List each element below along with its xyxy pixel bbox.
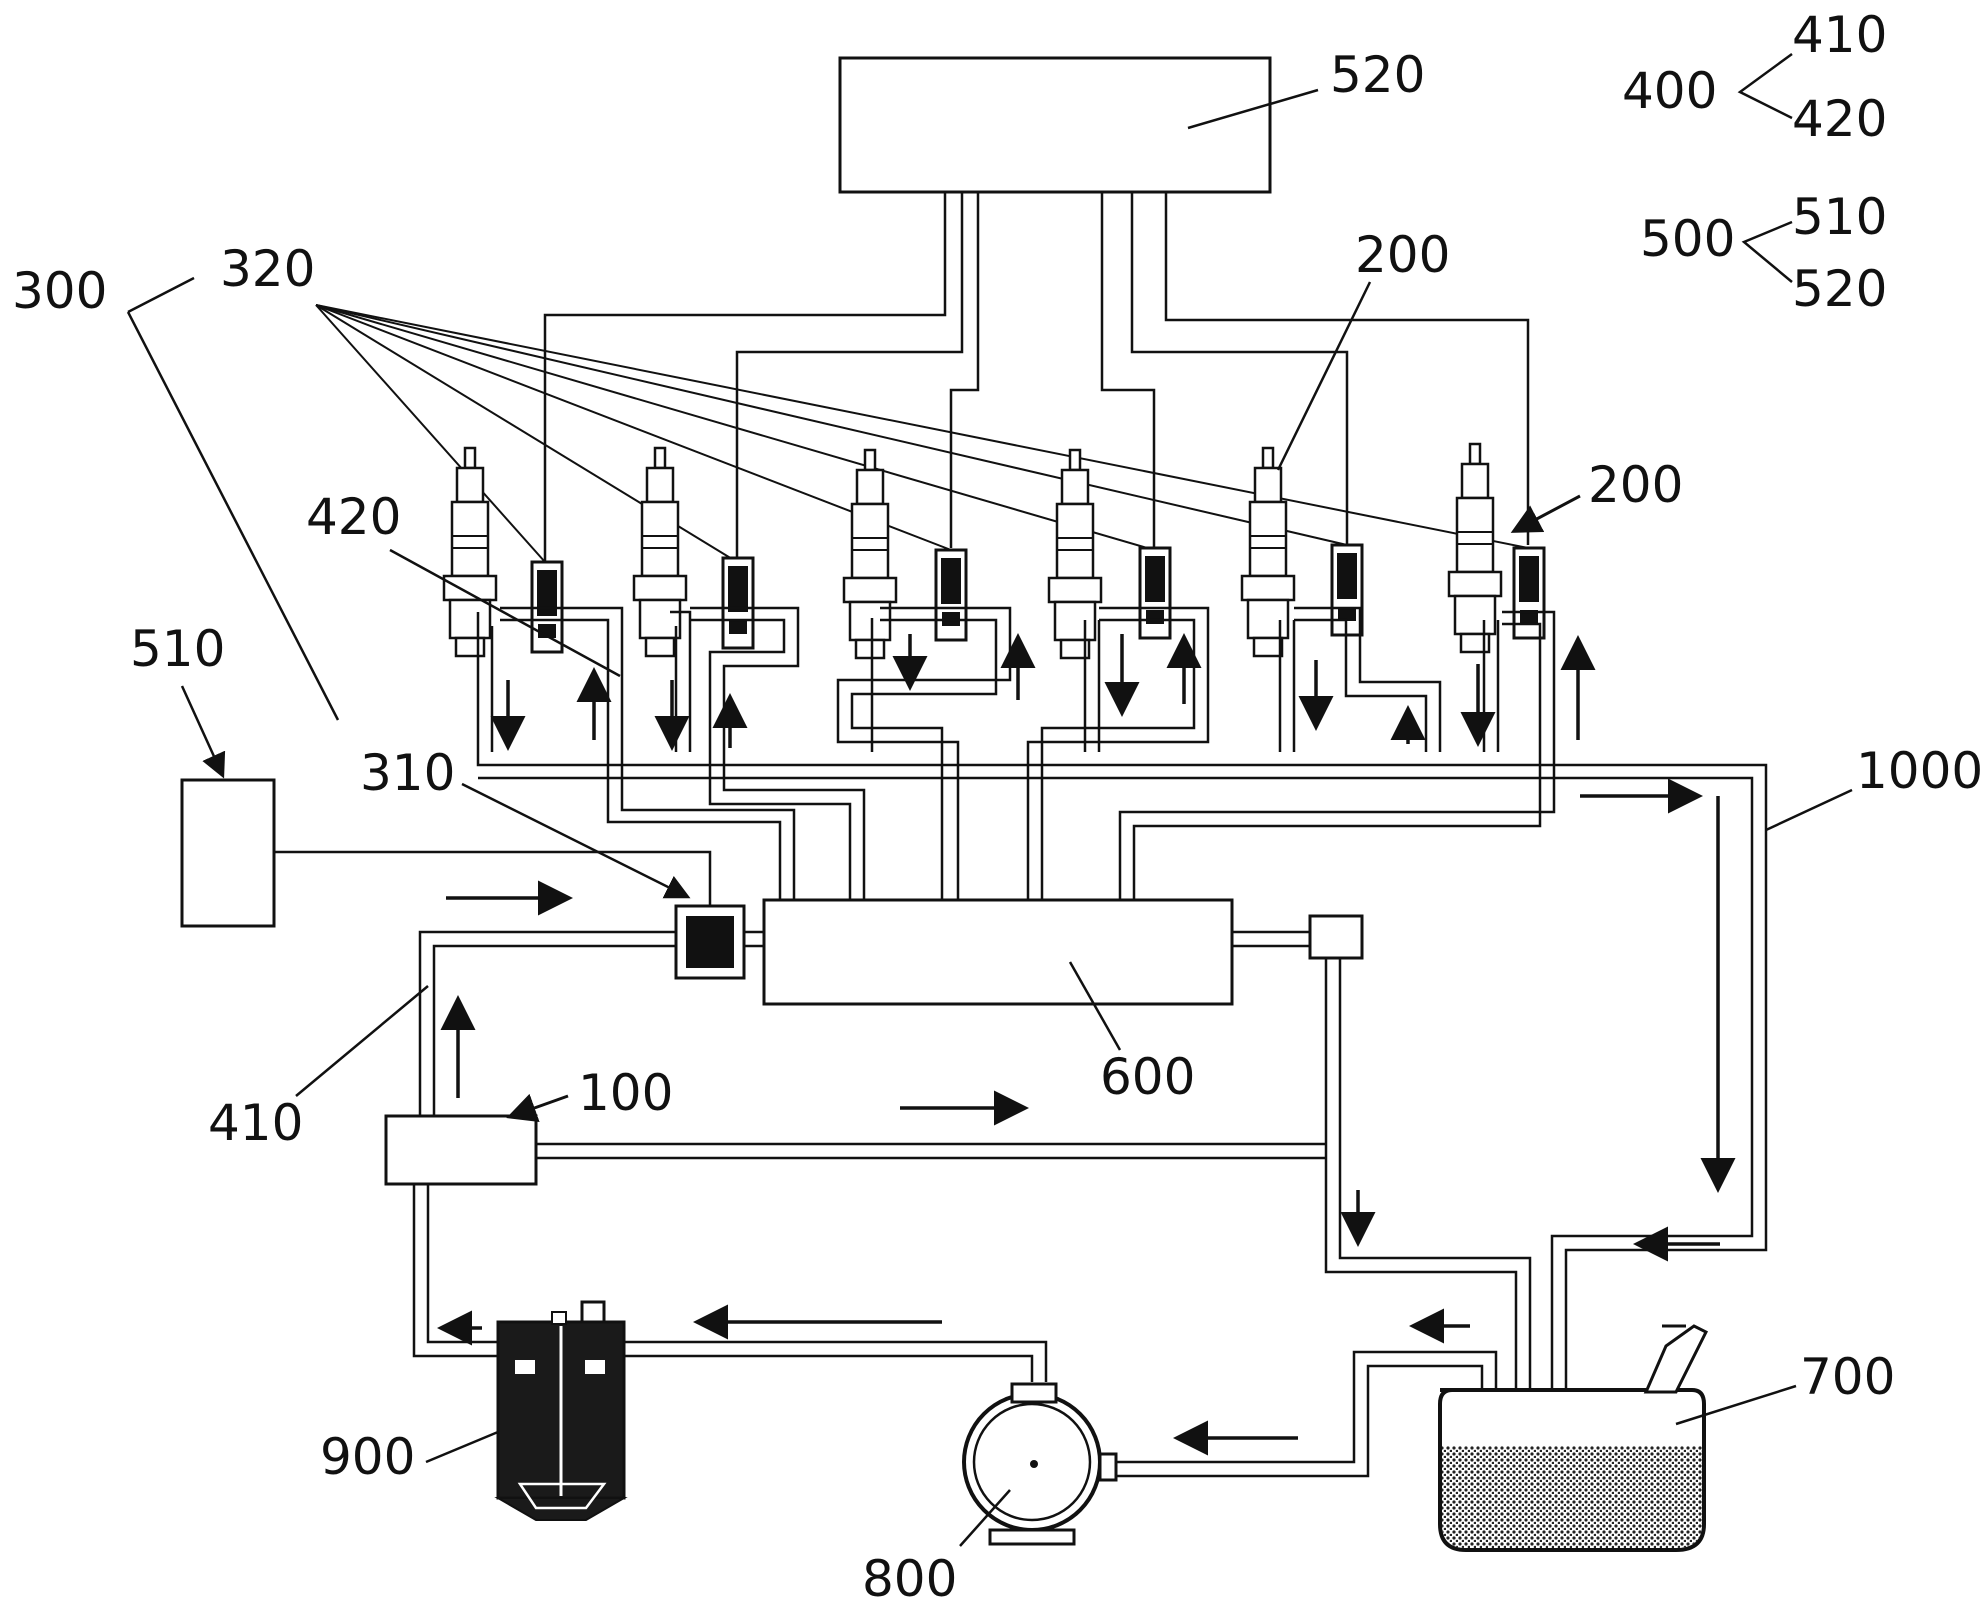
legend-400-label: 400 <box>1622 62 1717 120</box>
filter-label: 900 <box>320 1428 415 1486</box>
sensor-box-leader <box>180 685 226 779</box>
pressure-unit-arrow <box>506 1093 569 1123</box>
injector-1 <box>442 446 498 658</box>
rail <box>762 898 1234 1006</box>
sensors-label: 320 <box>220 240 315 298</box>
legend-500-label: 500 <box>1640 210 1735 268</box>
sensor-box-wire <box>274 850 712 906</box>
filter-leader <box>425 1430 499 1464</box>
relief-valve <box>1308 914 1364 960</box>
system-label: 300 <box>12 262 107 320</box>
leader-520 <box>1187 88 1319 130</box>
flow-arrows <box>437 633 1736 1456</box>
rail-label: 600 <box>1100 1048 1195 1106</box>
rail-leader <box>1068 961 1122 1051</box>
legend-510-label: 510 <box>1792 188 1887 246</box>
injector-3 <box>842 448 898 660</box>
filter <box>494 1300 628 1521</box>
injector-label: 200 <box>1355 226 1450 284</box>
supply-line-label: 410 <box>208 1094 303 1152</box>
injector-6 <box>1447 442 1503 654</box>
sensors-leaders <box>315 304 1529 563</box>
tank-label: 700 <box>1800 1348 1895 1406</box>
supply-line-leader <box>295 985 429 1097</box>
return-line-group-label: 420 <box>306 488 401 546</box>
valve-core <box>686 916 734 968</box>
return-pipe-leader <box>1765 788 1853 832</box>
legend-520-label: 520 <box>1792 260 1887 318</box>
legend-420-label: 420 <box>1792 90 1887 148</box>
controller-wiring <box>543 192 1530 562</box>
injector-4 <box>1047 448 1103 660</box>
injector-leader <box>1276 281 1372 471</box>
filter-line <box>412 1184 1048 1382</box>
injector-piping <box>476 606 1556 900</box>
injector-2 <box>632 446 688 658</box>
controller-box <box>838 56 1272 194</box>
system-brace <box>127 276 195 314</box>
tank <box>1438 1324 1709 1552</box>
sensor-box <box>180 778 276 928</box>
valve-leader <box>461 782 691 899</box>
sensor-3 <box>934 548 968 642</box>
tank-outlet-line <box>1116 1350 1498 1478</box>
pump-label: 800 <box>862 1550 957 1607</box>
controller-label: 520 <box>1330 46 1425 104</box>
pump <box>962 1382 1118 1546</box>
injector-arrow-label: 200 <box>1588 456 1683 514</box>
return-pipe-label: 1000 <box>1856 742 1983 800</box>
sensor-4 <box>1138 546 1172 640</box>
legend-500-brace <box>1741 220 1793 283</box>
pump-leader <box>959 1489 1011 1547</box>
return-pipe <box>1534 763 1768 1420</box>
relief-drain <box>1324 958 1532 1420</box>
sensor-2 <box>721 556 755 650</box>
valve-label: 310 <box>360 744 455 802</box>
return-line-group-leader <box>389 548 621 678</box>
pressure-unit-bypass <box>536 1142 1326 1160</box>
injector-arrow <box>1510 494 1581 533</box>
sensor-box-label: 510 <box>130 620 225 678</box>
legend-410-label: 410 <box>1792 6 1887 64</box>
pressure-unit-label: 100 <box>578 1064 673 1122</box>
legend-400-brace <box>1737 52 1793 120</box>
supply-line <box>418 930 1310 1122</box>
system-leader <box>126 311 340 721</box>
tank-leader <box>1675 1384 1797 1426</box>
pressure-unit <box>384 1114 538 1186</box>
injector-5 <box>1240 446 1296 658</box>
